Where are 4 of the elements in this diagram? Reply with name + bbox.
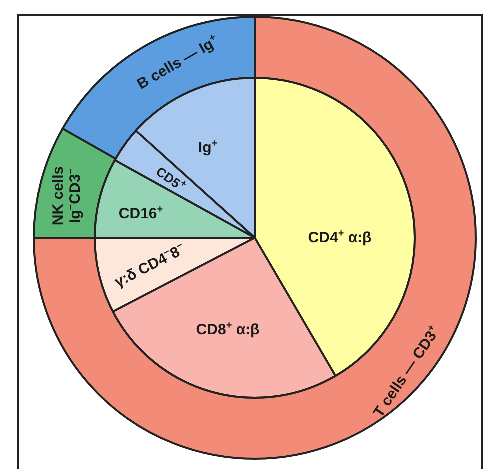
segment-label: CD8$^{+}$ α:β [196,322,260,338]
segment-label: CD4$^{+}$ α:β [308,230,372,246]
segment-label: Ig$^{+}$ [198,140,218,156]
segment-label: CD16$^{+}$ [118,206,164,222]
